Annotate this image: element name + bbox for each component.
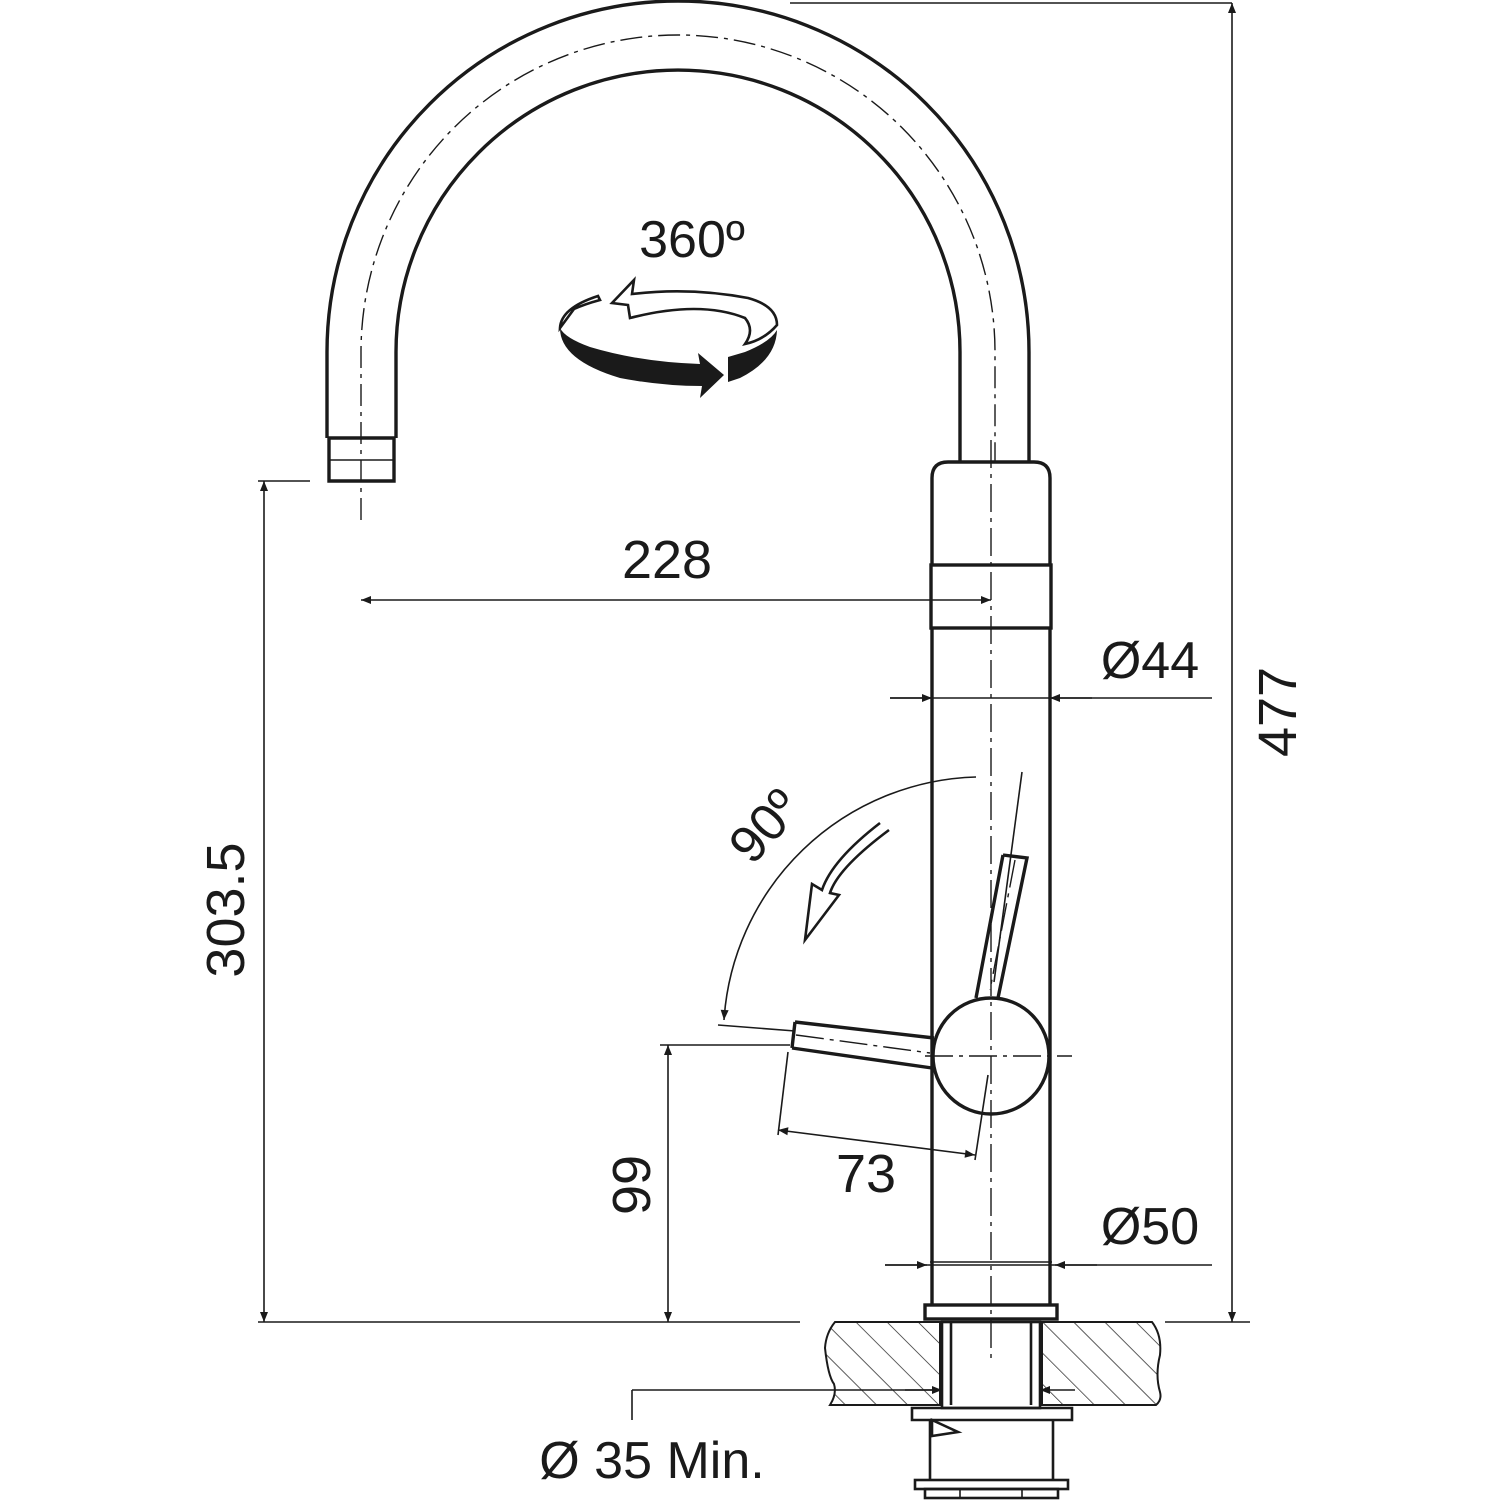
dimension-lever-angle-label: 90º [718,779,813,875]
dimension-base-diameter: Ø50 [885,1198,1212,1269]
dimension-body-diameter: Ø44 [890,632,1212,702]
faucet-body [923,440,1059,1360]
dimension-lever-height-label: 99 [602,1155,662,1215]
dimension-lever-length-label: 73 [836,1144,896,1204]
dimension-hole-diameter-label: Ø 35 Min. [539,1432,764,1490]
rotation-label: 360º [639,211,745,269]
dimension-total-height-label: 477 [1248,667,1308,757]
rotation-symbol: 360º [558,211,779,398]
mounting-shank [910,1320,1074,1500]
dimension-lever-height: 99 [602,1044,790,1322]
dimension-body-diameter-label: Ø44 [1101,632,1199,690]
dimension-spout-height: 303.5 [196,480,310,1322]
dimension-spout-height-label: 303.5 [196,842,256,977]
spout [325,0,1232,520]
worktop-section [258,1321,1250,1406]
spout-outlet [327,436,396,483]
dimension-total-height: 477 [1228,2,1308,1322]
dimension-lever-length: 73 [777,1051,989,1204]
lever [790,821,1072,1116]
dimension-hole-diameter: Ø 35 Min. [539,1386,1075,1490]
dimension-base-diameter-label: Ø50 [1101,1198,1199,1256]
dimension-spout-reach-label: 228 [622,530,712,590]
dimension-spout-reach: 228 [361,530,991,604]
